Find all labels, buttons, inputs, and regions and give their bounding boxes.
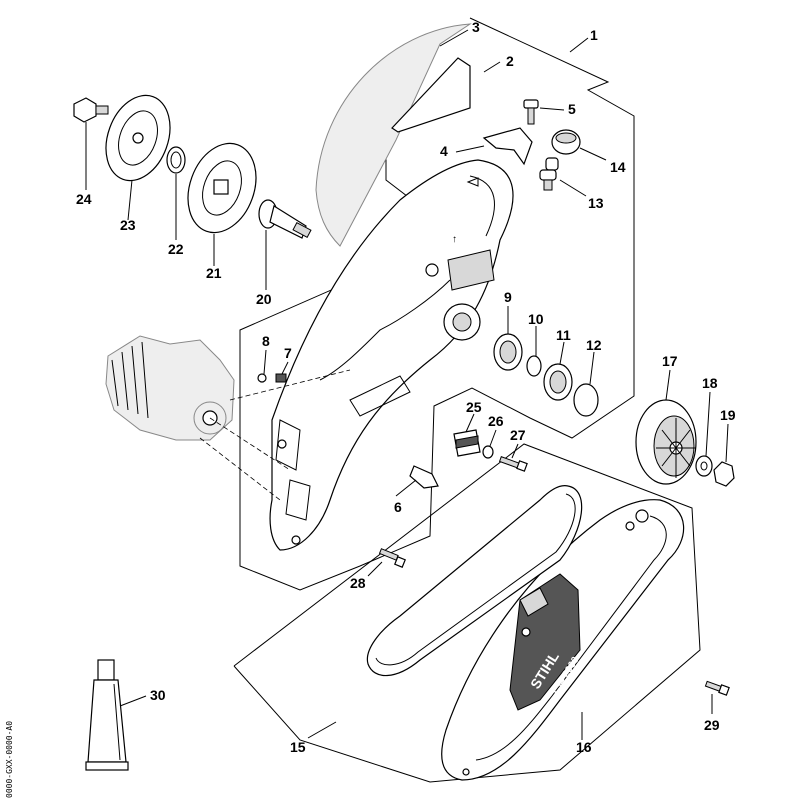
part-22-circlip — [166, 146, 186, 174]
part-10-ring — [526, 355, 542, 377]
part-27-screw — [498, 456, 528, 472]
part-13-valve — [539, 157, 559, 191]
callout-21: 21 — [206, 265, 222, 281]
callout-9: 9 — [504, 289, 512, 305]
callout-6: 6 — [394, 499, 402, 515]
part-19-nut — [713, 461, 735, 487]
part-11-bearing — [543, 363, 573, 401]
callout-2: 2 — [506, 53, 514, 69]
callout-4: 4 — [440, 143, 448, 159]
callout-3: 3 — [472, 19, 480, 35]
part-8-nut — [257, 373, 267, 383]
callout-28: 28 — [350, 575, 366, 591]
callout-24: 24 — [76, 191, 92, 207]
callout-18: 18 — [702, 375, 718, 391]
callout-26: 26 — [488, 413, 504, 429]
callout-29: 29 — [704, 717, 720, 733]
part-28-screw — [378, 548, 406, 568]
part-14-cap — [551, 129, 581, 155]
part-23-outer-washer — [105, 94, 171, 182]
part-18-washer — [695, 455, 713, 477]
callout-8: 8 — [262, 333, 270, 349]
callout-30: 30 — [150, 687, 166, 703]
callout-11: 11 — [556, 327, 571, 343]
callout-27: 27 — [510, 427, 526, 443]
part-17-pulley — [635, 399, 697, 485]
callout-25: 25 — [466, 399, 482, 415]
callout-20: 20 — [256, 291, 272, 307]
callout-5: 5 — [568, 101, 576, 117]
callout-labels: 1 2 3 4 5 6 7 8 9 10 11 12 13 14 15 16 1… — [76, 19, 736, 755]
leader-lines — [85, 29, 729, 740]
v-belt — [366, 485, 583, 677]
callout-23: 23 — [120, 217, 136, 233]
part-6-tensioner — [409, 465, 439, 489]
callout-22: 22 — [168, 241, 184, 257]
part-3-guard-cover — [315, 23, 472, 247]
svg-text:↑: ↑ — [452, 234, 457, 245]
part-29-screw — [704, 680, 730, 696]
part-1-guard-housing: ↑ — [269, 159, 514, 551]
callout-10: 10 — [528, 311, 544, 327]
callout-1: 1 — [590, 27, 598, 43]
part-5-screw — [523, 99, 539, 125]
callout-17: 17 — [662, 353, 678, 369]
part-26-spacer — [482, 445, 494, 459]
callout-16: 16 — [576, 739, 592, 755]
callout-13: 13 — [588, 195, 604, 211]
part-24-bolt — [73, 97, 109, 123]
part-25-clamp — [453, 429, 481, 457]
part-12-circlip — [573, 383, 599, 417]
callout-12: 12 — [586, 337, 602, 353]
diagram-code: 0000-GXX-0000-A0 — [5, 721, 14, 798]
part-16-belt-cover: STIHL TS4 2000 — [441, 499, 685, 781]
part-21-inner-washer — [187, 142, 257, 234]
part-7-pad — [275, 373, 287, 383]
engine-block — [105, 335, 351, 501]
callout-19: 19 — [720, 407, 736, 423]
group-outline-lower — [233, 443, 701, 783]
part-4-bracket — [482, 127, 533, 166]
callout-14: 14 — [610, 159, 626, 175]
part-20-shaft — [258, 199, 312, 239]
part-30-grease-tube — [85, 659, 129, 771]
callout-7: 7 — [284, 345, 292, 361]
callout-15: 15 — [290, 739, 306, 755]
part-9-bearing — [493, 333, 523, 371]
